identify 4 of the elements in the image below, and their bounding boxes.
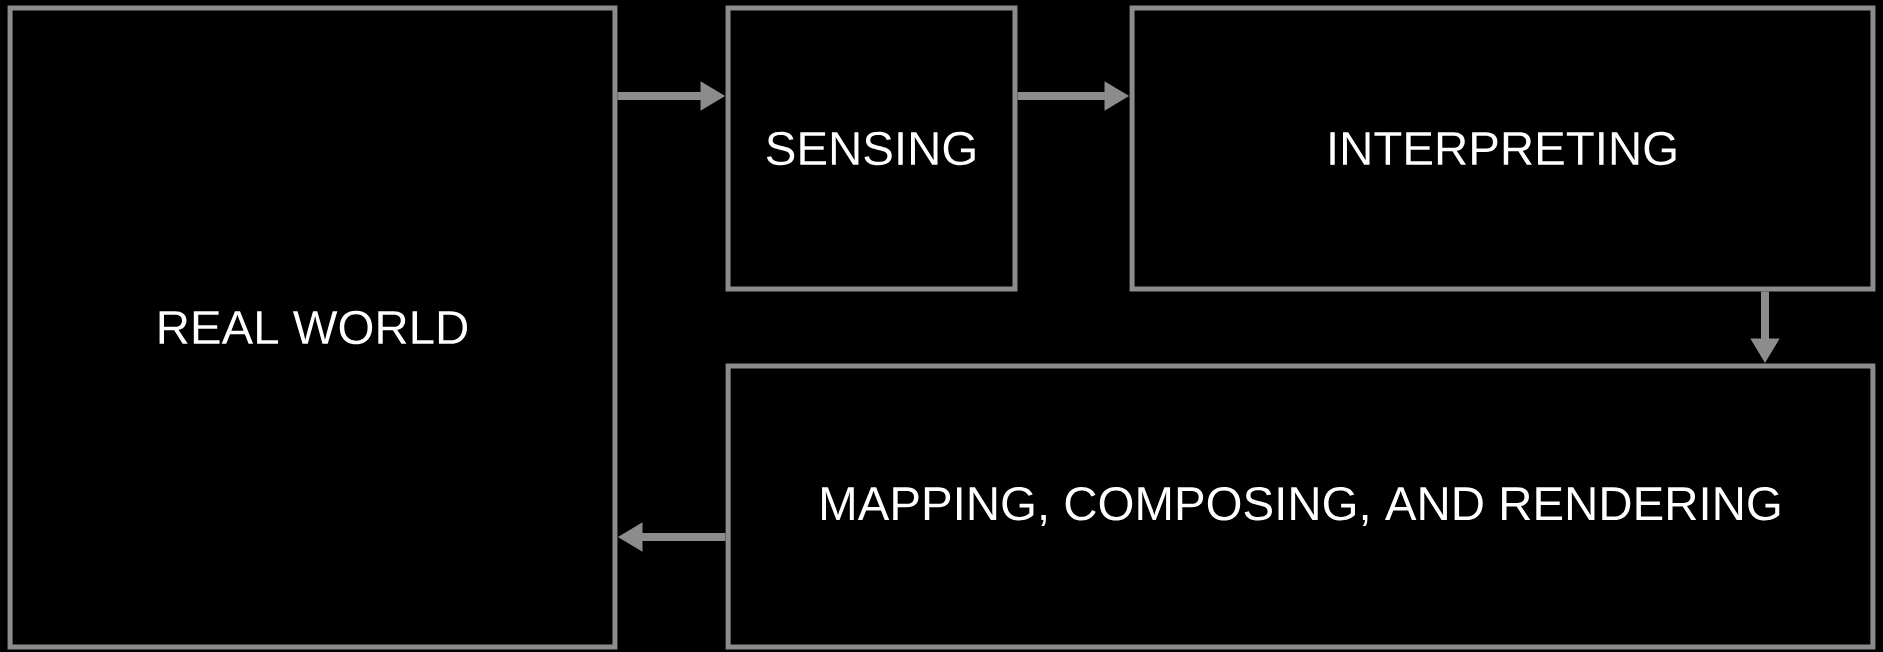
- process-box: INTERPRETING: [1129, 5, 1876, 292]
- process-box: SENSING: [725, 5, 1018, 292]
- process-box: REAL WORLD: [7, 5, 618, 650]
- process-box: MAPPING, COMPOSING, AND RENDERING: [725, 363, 1876, 650]
